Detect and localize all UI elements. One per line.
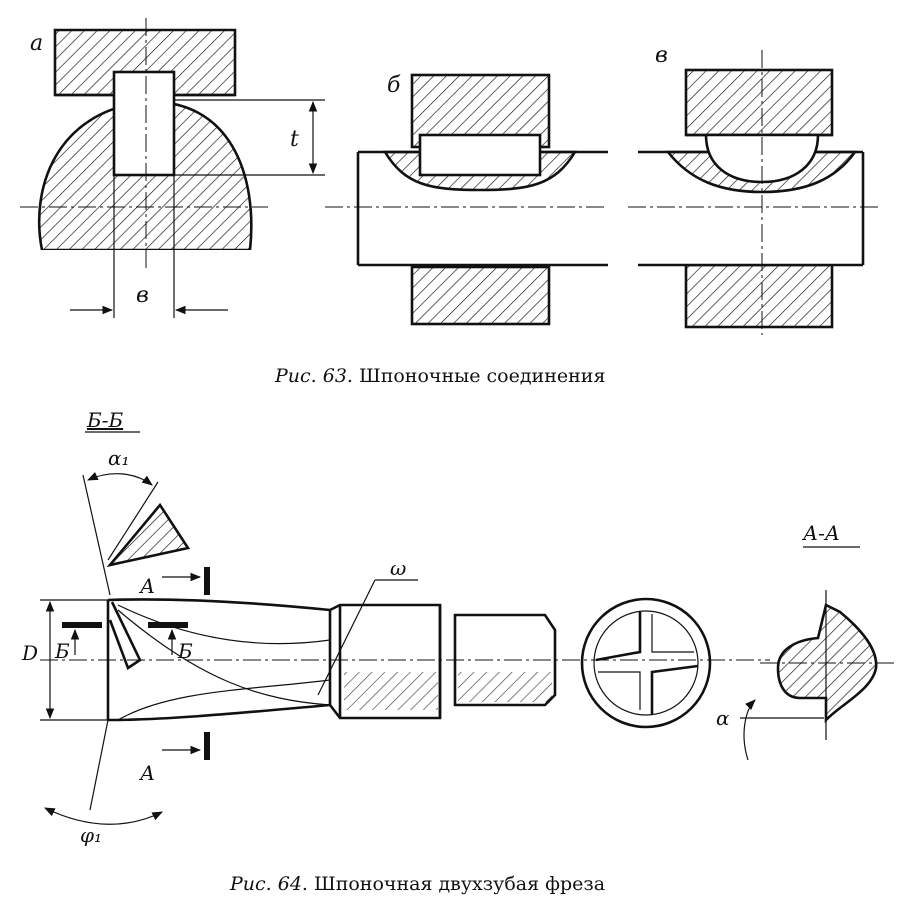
mark-b-left: Б [54, 639, 70, 663]
fig64-caption-text: Шпоночная двухзубая фреза [314, 873, 605, 895]
section-aa: А-А α [716, 521, 895, 761]
hub-bottom [410, 265, 551, 326]
section-aa-label: А-А [801, 521, 840, 545]
cutter-side-view: ω D φ₁ Б Б А А [21, 556, 770, 847]
mark-a-bottom: А [138, 761, 155, 785]
hub-bottom [684, 263, 834, 329]
tooth-section [106, 502, 191, 568]
alpha1-label: α₁ [108, 446, 130, 470]
dim-b-label: в [136, 283, 149, 308]
shank [453, 613, 557, 707]
mark-b-right: Б [177, 639, 193, 663]
key [112, 70, 176, 177]
fig63-view-v: в [628, 43, 878, 335]
view-v-label: в [655, 43, 668, 68]
cutter-end-view [580, 597, 712, 729]
fig63-caption-text: Шпоночные соединения [359, 365, 605, 387]
dim-d-label: D [21, 641, 38, 665]
fig64-caption: Рис. 64. Шпоночная двухзубая фреза [229, 873, 605, 895]
fig63-caption-num: Рис. 63. [274, 365, 353, 387]
hub-top [684, 68, 834, 137]
fig63-view-b: б [325, 73, 608, 326]
alpha-label: α [716, 706, 730, 730]
mark-a-top: А [138, 574, 155, 598]
fig63-view-a: t в а [20, 18, 325, 318]
view-a-label: а [30, 31, 43, 56]
cutting-part [107, 598, 332, 722]
phi1-label: φ₁ [80, 823, 102, 847]
key [418, 133, 542, 177]
section-bb-label: Б-Б [86, 408, 123, 432]
fig63-caption: Рис. 63. Шпоночные соединения [274, 365, 605, 387]
view-b-label: б [387, 73, 401, 98]
dim-t-label: t [290, 127, 299, 152]
fig64-caption-num: Рис. 64. [229, 873, 308, 895]
omega-label: ω [390, 556, 406, 580]
section-bb: Б-Б α₁ [82, 408, 191, 596]
